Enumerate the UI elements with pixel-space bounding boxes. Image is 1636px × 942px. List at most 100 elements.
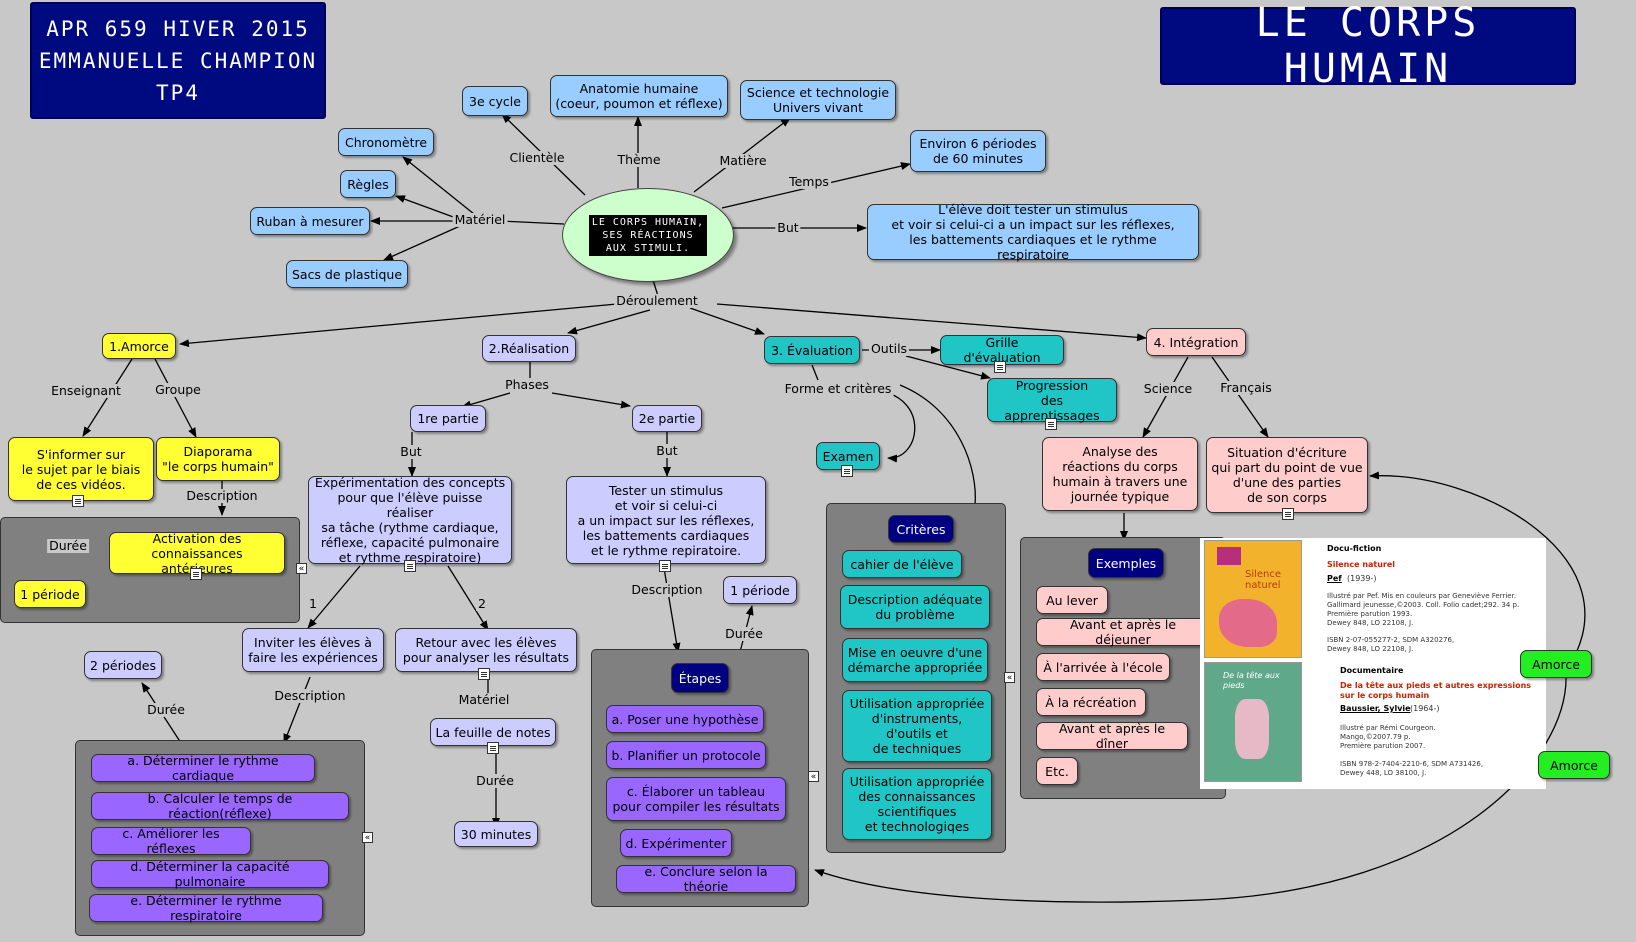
node-inviter[interactable]: Inviter les élèves à faire les expérienc… [242, 628, 384, 672]
node-evaluation[interactable]: 3. Évaluation [764, 336, 860, 364]
node-but[interactable]: L'élève doit tester un stimulus et voir … [867, 202, 1199, 262]
node-sacs[interactable]: Sacs de plastique [286, 260, 408, 288]
course-code: APR 659 HIVER 2015 [46, 16, 310, 41]
book1-title: Silence naturel [1327, 560, 1396, 569]
node-ruban[interactable]: Ruban à mesurer [250, 207, 370, 235]
node-regles[interactable]: Règles [340, 170, 396, 198]
node-examen[interactable]: Examen [816, 442, 880, 470]
activation-doc-icon[interactable] [190, 568, 202, 580]
grille-doc-icon[interactable] [994, 361, 1006, 373]
book2-years: (1964-) [1410, 704, 1440, 713]
label-outils: Outils [868, 341, 910, 356]
collapse-criteres-icon[interactable]: « [1004, 672, 1015, 683]
book2-illustration [1235, 699, 1269, 759]
node-analyse[interactable]: Analyse des réactions du corps humain à … [1042, 437, 1198, 511]
book1-years: (1939-) [1347, 574, 1377, 583]
mesure-item[interactable]: d. Déterminer la capacité pulmonaire [91, 859, 329, 889]
mesure-item[interactable]: c. Améliorer les réflexes [91, 826, 251, 856]
book2-cover-title: De la tête aux pieds [1223, 671, 1280, 690]
node-partie2[interactable]: 2e partie [632, 405, 702, 432]
label-duree4: Durée [474, 773, 516, 788]
criteres-title[interactable]: Critères [888, 515, 954, 543]
exemple-item[interactable]: Avant et après le déjeuner [1036, 617, 1210, 647]
exemple-item[interactable]: À l'arrivée à l'école [1036, 653, 1170, 681]
node-retour[interactable]: Retour avec les élèves pour analyser les… [395, 628, 577, 672]
exemple-item[interactable]: Etc. [1036, 757, 1078, 785]
node-partie1[interactable]: 1re partie [410, 405, 486, 432]
book1-isbn: ISBN 2-07-055277-2, SDM A320276, Dewey 8… [1327, 636, 1455, 653]
amorce-button-2[interactable]: Amorce [1538, 751, 1610, 779]
book2-isbn: ISBN 978-2-7404-2210-6, SDM A731426, Dew… [1340, 760, 1484, 777]
experimentation-doc-icon[interactable] [404, 560, 416, 572]
mesure-item[interactable]: e. Déterminer le rythme respiratoire [89, 893, 323, 923]
exemples-title[interactable]: Exemples [1088, 548, 1164, 578]
node-integration[interactable]: 4. Intégration [1146, 328, 1246, 356]
node-anatomie[interactable]: Anatomie humaine (coeur, poumon et réfle… [550, 75, 728, 117]
book-references-image: Silence naturel Docu-fiction Silence nat… [1200, 538, 1546, 789]
node-progression[interactable]: Progression des apprentissages [987, 378, 1117, 423]
exemple-item[interactable]: Avant et après le dîner [1036, 721, 1188, 751]
collapse-mesures-icon[interactable]: « [362, 832, 373, 843]
label-description3: Description [272, 688, 348, 703]
node-periodes[interactable]: Environ 6 périodes de 60 minutes [910, 130, 1046, 172]
label-duree2: Durée [723, 626, 765, 641]
label-deroulement: Déroulement [614, 293, 700, 308]
node-science[interactable]: Science et technologie Univers vivant [740, 80, 896, 120]
critere-item[interactable]: Mise en oeuvre d'une démarche appropriée [842, 638, 988, 682]
node-une-periode-b[interactable]: 1 période [723, 576, 797, 604]
node-chronometre[interactable]: Chronomètre [338, 128, 434, 156]
mesure-item[interactable]: b. Calculer le temps de réaction(réflexe… [91, 791, 349, 821]
book2-type: Documentaire [1340, 666, 1404, 675]
label-but: But [775, 220, 801, 235]
label-clientele: Clientèle [507, 150, 567, 165]
etape-item[interactable]: a. Poser une hypothèse [606, 705, 764, 733]
critere-item[interactable]: cahier de l'élève [842, 550, 962, 578]
feuille-doc-icon[interactable] [487, 742, 499, 754]
author-name: EMMANUELLE CHAMPION [38, 48, 318, 73]
amorce-button-1[interactable]: Amorce [1520, 650, 1592, 678]
node-deux-periodes[interactable]: 2 périodes [84, 651, 162, 679]
mesure-item[interactable]: a. Déterminer le rythme cardiaque [91, 753, 315, 783]
node-experimentation[interactable]: Expérimentation des concepts pour que l'… [308, 475, 512, 565]
label-n1: 1 [307, 596, 319, 611]
node-realisation[interactable]: 2.Réalisation [482, 335, 576, 362]
node-une-periode-a[interactable]: 1 période [14, 580, 86, 608]
main-title: LE CORPS HUMAIN [1255, 0, 1481, 92]
label-duree1: Durée [47, 538, 89, 553]
situation-doc-icon[interactable] [1282, 508, 1294, 520]
node-trente[interactable]: 30 minutes [454, 821, 538, 847]
label-matiere: Matière [717, 153, 769, 168]
collapse-etapes-icon[interactable]: « [808, 771, 819, 782]
center-topic[interactable]: LE CORPS HUMAIN, SES RÉACTIONS AUX STIMU… [562, 188, 734, 282]
video-doc-icon[interactable] [72, 495, 84, 507]
etapes-title[interactable]: Étapes [671, 663, 729, 693]
label-but2: But [654, 443, 680, 458]
node-feuille[interactable]: La feuille de notes [430, 718, 556, 746]
critere-item[interactable]: Utilisation appropriée des connaissances… [842, 768, 992, 840]
etape-item[interactable]: b. Planifier un protocole [606, 741, 766, 769]
node-sinformer[interactable]: S'informer sur le sujet par le biais de … [8, 437, 154, 501]
book1-info: Illustré par Pef. Mis en couleurs par Ge… [1327, 592, 1520, 627]
node-tester[interactable]: Tester un stimulus et voir si celui-ci a… [566, 476, 766, 564]
critere-item[interactable]: Utilisation appropriée d'instruments, d'… [842, 690, 992, 762]
etape-item[interactable]: d. Expérimenter [620, 829, 732, 857]
etape-item[interactable]: c. Élaborer un tableau pour compiler les… [606, 777, 786, 821]
node-amorce[interactable]: 1.Amorce [102, 333, 176, 359]
examen-doc-icon[interactable] [841, 465, 853, 477]
exemple-item[interactable]: À la récréation [1036, 688, 1146, 716]
node-cycle[interactable]: 3e cycle [462, 86, 528, 116]
node-grille[interactable]: Grille d'évaluation [940, 335, 1064, 365]
retour-doc-icon[interactable] [478, 668, 490, 680]
critere-item[interactable]: Description adéquate du problème [840, 585, 990, 629]
center-topic-text: LE CORPS HUMAIN, SES RÉACTIONS AUX STIMU… [588, 214, 708, 256]
collapse-amorce-icon[interactable]: « [296, 563, 307, 574]
progression-doc-icon[interactable] [1045, 418, 1057, 430]
node-diaporama[interactable]: Diaporama "le corps humain" [156, 437, 280, 481]
etape-item[interactable]: e. Conclure selon la théorie [616, 864, 796, 894]
node-situation[interactable]: Situation d'écriture qui part du point d… [1206, 437, 1368, 513]
book1-crown [1217, 547, 1241, 565]
book2-cover: De la tête aux pieds [1204, 662, 1302, 782]
label-groupe: Groupe [153, 382, 203, 397]
tester-doc-icon[interactable] [659, 560, 671, 572]
exemple-item[interactable]: Au lever [1036, 586, 1108, 614]
